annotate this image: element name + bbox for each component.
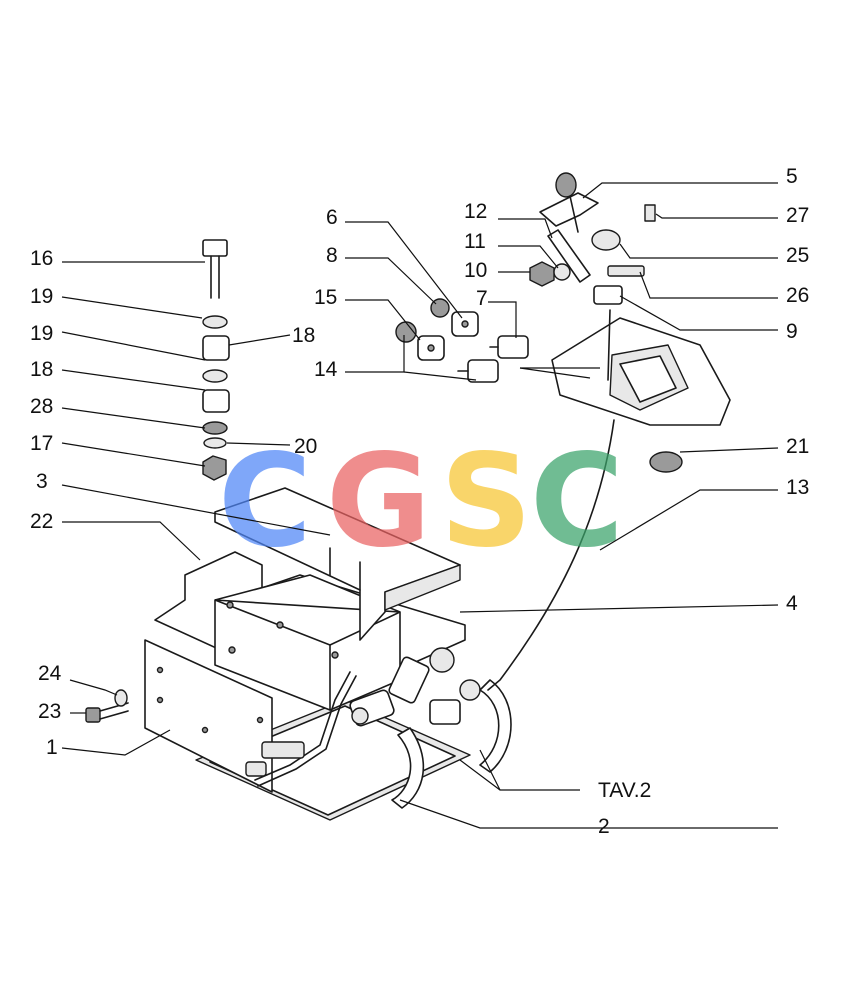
label-1: 1 <box>46 736 58 759</box>
label-23: 23 <box>38 700 61 723</box>
label-20: 20 <box>294 435 317 458</box>
label-8: 8 <box>326 244 338 267</box>
label-22: 22 <box>30 510 53 533</box>
leader-lines <box>61 182 779 829</box>
label-28: 28 <box>30 395 53 418</box>
label-7: 7 <box>476 287 488 310</box>
part-labels: 16 19 19 18 18 28 17 20 3 22 24 23 1 6 8… <box>30 165 809 838</box>
main-housing-drawing <box>144 487 512 821</box>
watermark-letter-c2: C <box>530 427 624 576</box>
label-4: 4 <box>786 592 798 615</box>
label-13: 13 <box>786 476 809 499</box>
watermark: C G S C <box>218 427 624 576</box>
label-16: 16 <box>30 247 53 270</box>
fastener-stack-drawing <box>85 239 230 723</box>
label-15: 15 <box>314 286 337 309</box>
watermark-letter-c1: C <box>218 427 312 576</box>
watermark-letter-s: S <box>440 427 532 576</box>
label-tav2: TAV.2 <box>598 779 651 802</box>
label-24: 24 <box>38 662 62 685</box>
label-18-left: 18 <box>30 358 53 381</box>
label-14: 14 <box>314 358 338 381</box>
label-19-lower: 19 <box>30 322 53 345</box>
watermark-letter-g: G <box>326 427 431 576</box>
label-17: 17 <box>30 432 53 455</box>
label-25: 25 <box>786 244 809 267</box>
label-18-right: 18 <box>292 324 315 347</box>
control-lever-drawing <box>395 172 731 691</box>
label-2: 2 <box>598 815 610 838</box>
label-11: 11 <box>464 230 486 253</box>
label-5: 5 <box>786 165 798 188</box>
label-21: 21 <box>786 435 809 458</box>
label-12: 12 <box>464 200 487 223</box>
label-27: 27 <box>786 204 809 227</box>
label-19-upper: 19 <box>30 285 53 308</box>
label-6: 6 <box>326 206 338 229</box>
label-26: 26 <box>786 284 809 307</box>
label-3: 3 <box>36 470 48 493</box>
label-10: 10 <box>464 259 487 282</box>
label-9: 9 <box>786 320 798 343</box>
